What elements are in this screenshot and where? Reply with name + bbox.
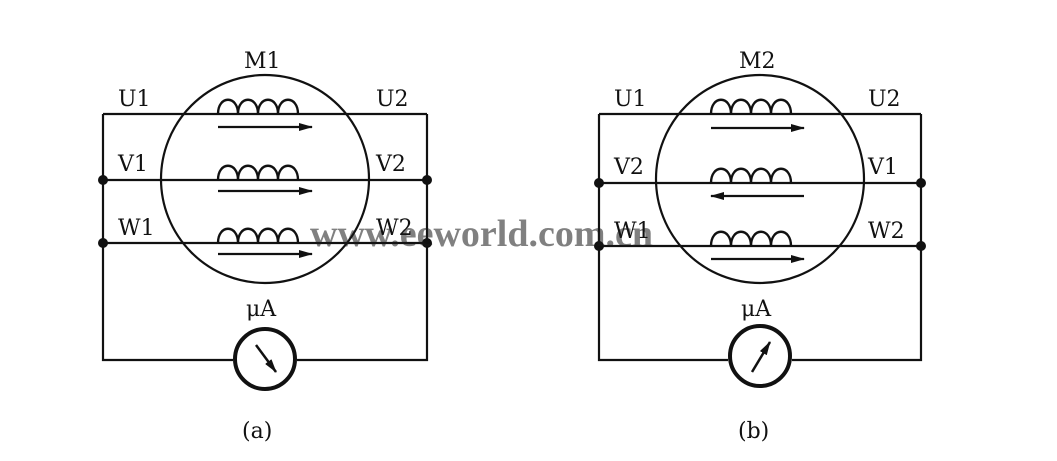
junction-node bbox=[98, 175, 108, 185]
terminal-label: V1 bbox=[867, 155, 898, 180]
terminal-label: U1 bbox=[118, 87, 151, 112]
coil-v-b bbox=[709, 167, 793, 184]
junction-node bbox=[594, 178, 604, 188]
meter-label-b: μA bbox=[741, 297, 772, 322]
junction-node bbox=[422, 175, 432, 185]
terminal-label: W1 bbox=[614, 219, 651, 244]
motor-circle-b bbox=[654, 73, 866, 285]
motor-label-a: M1 bbox=[244, 49, 281, 74]
terminal-label: U2 bbox=[868, 87, 901, 112]
terminal-label: U1 bbox=[614, 87, 647, 112]
right-bus-b bbox=[792, 114, 923, 362]
diagram-b: M2 U1 V2 W1 U2 V1 W2 μA (b) bbox=[594, 49, 926, 444]
meter-needle-icon bbox=[254, 344, 278, 373]
coil-v-a bbox=[216, 164, 300, 181]
coil-w-b bbox=[709, 230, 793, 247]
terminal-label: V1 bbox=[117, 152, 148, 177]
coil-u-a bbox=[216, 98, 300, 115]
coil-u-b bbox=[709, 98, 793, 115]
motor-label-b: M2 bbox=[739, 49, 776, 74]
microammeter-icon bbox=[728, 324, 792, 388]
junction-node bbox=[594, 241, 604, 251]
junction-node bbox=[98, 238, 108, 248]
terminal-label: W2 bbox=[868, 219, 905, 244]
right-bus-a bbox=[297, 114, 429, 362]
left-bus-a bbox=[101, 114, 233, 362]
caption-a: (a) bbox=[242, 419, 272, 444]
watermark: www.eeworld.com.cn bbox=[310, 213, 653, 255]
terminal-label: V2 bbox=[375, 152, 406, 177]
meter-label-a: μA bbox=[246, 297, 277, 322]
terminal-label: W1 bbox=[118, 216, 155, 241]
diagram-a: M1 U1 V1 W1 U2 V2 W2 μA (a) bbox=[98, 49, 432, 444]
caption-b: (b) bbox=[738, 419, 769, 444]
terminal-label: U2 bbox=[376, 87, 409, 112]
terminal-label: V2 bbox=[613, 155, 644, 180]
coil-w-a bbox=[216, 227, 300, 244]
junction-node bbox=[916, 241, 926, 251]
junction-node bbox=[422, 238, 432, 248]
left-bus-b bbox=[597, 114, 728, 362]
meter-needle-icon bbox=[750, 341, 772, 373]
terminal-label: W2 bbox=[376, 216, 413, 241]
junction-node bbox=[916, 178, 926, 188]
